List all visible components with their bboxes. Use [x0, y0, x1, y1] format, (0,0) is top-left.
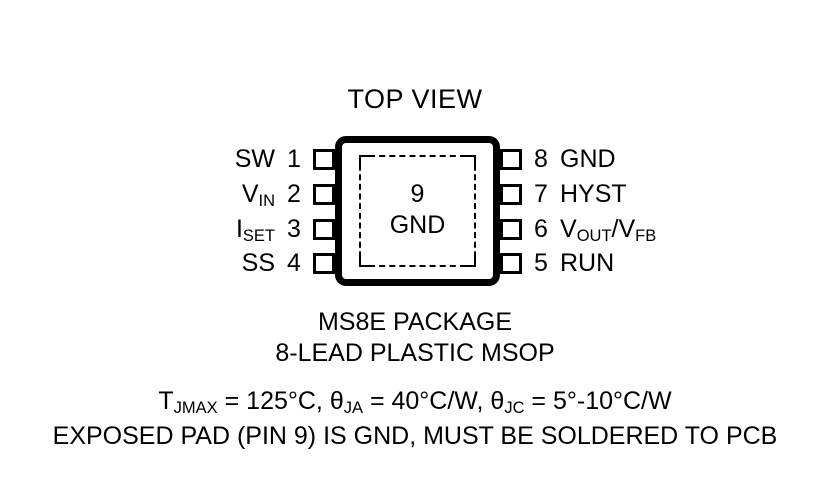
pin-label-vin: VIN [242, 182, 276, 211]
pin-number-6: 6 [534, 215, 548, 243]
theta-jc-value: = 5°-10°C/W [524, 387, 672, 415]
package-name-line: MS8E PACKAGE [317, 308, 513, 336]
pin-label-vout-vfb: VOUT/VFB [560, 217, 657, 246]
pad-corner-top-right [464, 155, 476, 167]
theta-ja-symbol: θ [329, 387, 344, 415]
pin-lead-3 [313, 219, 335, 240]
pin-lead-8 [500, 149, 522, 170]
pin-label-iset-sub: SET [242, 227, 275, 246]
pin-label-vin-base: V [241, 180, 259, 208]
theta-jc-symbol: θ [490, 387, 505, 415]
theta-ja-subscript: JA [343, 399, 363, 418]
tjmax-value: = 125°C, [217, 387, 330, 415]
pin-label-ss: SS [242, 251, 275, 276]
pin-number-2: 2 [287, 180, 301, 208]
pin-number-7: 7 [534, 180, 548, 208]
pin-label-gnd: GND [560, 145, 616, 173]
pin-number-4: 4 [287, 249, 301, 277]
pin-label-vfb-sub: FB [635, 227, 657, 246]
pin-lead-6 [500, 219, 522, 240]
pin-lead-2 [313, 184, 335, 205]
tjmax-symbol: T [158, 387, 174, 415]
pin-number-1: 1 [287, 145, 301, 173]
package-drawing: 9 GND 1 2 3 4 SW VIN ISET SS 8 7 6 5 GND… [185, 136, 685, 288]
pin-label-sw: SW [235, 147, 275, 172]
pin-lead-5 [500, 253, 522, 274]
package-caption: MS8E PACKAGE 8-LEAD PLASTIC MSOP [0, 307, 830, 369]
pin-label-iset: ISET [236, 217, 275, 246]
top-view-title: TOP VIEW [347, 84, 483, 114]
pad-corner-top-left [359, 155, 371, 167]
exposed-pad-note: EXPOSED PAD (PIN 9) IS GND, MUST BE SOLD… [52, 422, 778, 450]
exposed-pad-label: GND [389, 211, 446, 239]
pin-label-vfb-base: V [618, 215, 636, 243]
pin-lead-4 [313, 253, 335, 274]
theta-ja-value: = 40°C/W, [363, 387, 491, 415]
pin-number-5: 5 [534, 249, 548, 277]
package-body: 9 GND [335, 136, 500, 286]
thermal-spec-line: TJMAX = 125°C, θJA = 40°C/W, θJC = 5°-10… [0, 385, 830, 420]
pin-label-vout-base: V [560, 215, 577, 243]
pin-number-8: 8 [534, 145, 548, 173]
pin-lead-1 [313, 149, 335, 170]
theta-jc-subscript: JC [504, 399, 525, 418]
pin-label-hyst: HYST [560, 180, 627, 208]
pin-label-sw-text: SW [234, 145, 275, 173]
pin-label-vin-sub: IN [258, 192, 276, 211]
thermal-caption: TJMAX = 125°C, θJA = 40°C/W, θJC = 5°-10… [0, 385, 830, 452]
exposed-pad-text: 9 GND [342, 179, 493, 241]
pad-corner-bottom-right [464, 255, 476, 267]
pin-lead-7 [500, 184, 522, 205]
pin-label-slash: / [611, 215, 619, 243]
exposed-pad-outline [359, 155, 476, 267]
pin-label-vout-sub: OUT [576, 227, 612, 246]
pad-corner-bottom-left [359, 255, 371, 267]
tjmax-subscript: JMAX [173, 399, 218, 418]
pin-number-3: 3 [287, 215, 301, 243]
pin-label-run: RUN [560, 249, 615, 277]
pin-label-iset-base: I [235, 215, 243, 243]
exposed-pad-number: 9 [410, 180, 425, 208]
pin-label-ss-text: SS [241, 249, 275, 277]
package-type-line: 8-LEAD PLASTIC MSOP [275, 339, 555, 367]
